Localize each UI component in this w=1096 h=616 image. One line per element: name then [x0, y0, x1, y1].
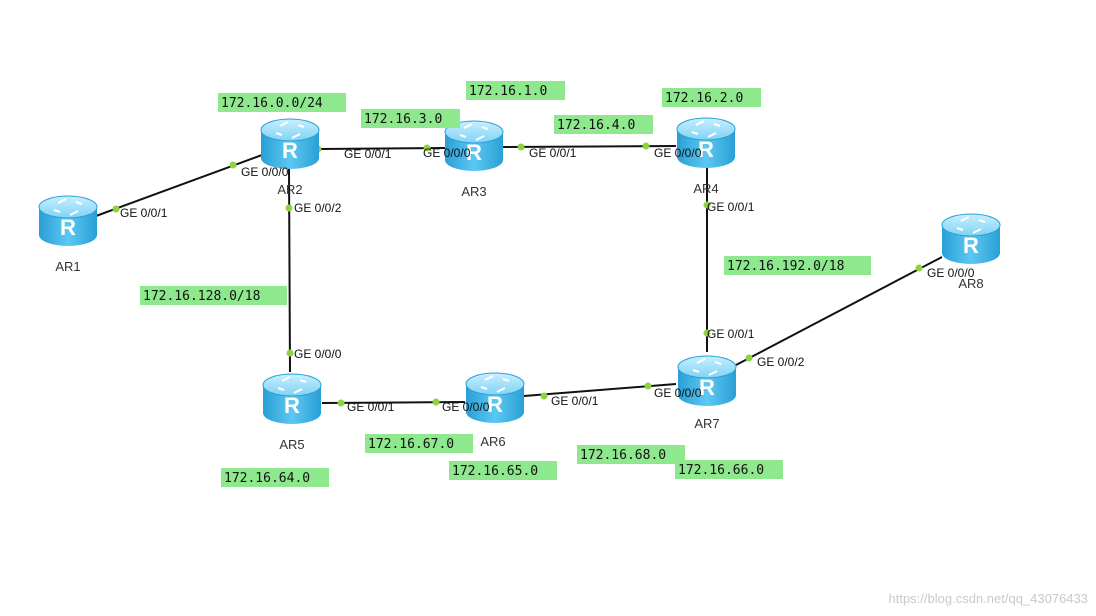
port-label-ar3: GE 0/0/0: [423, 146, 471, 160]
network-label: 172.16.66.0: [675, 460, 783, 479]
link-ar2-ar5[interactable]: [288, 167, 291, 373]
network-label: 172.16.0.0/24: [218, 93, 346, 112]
port-label-ar3: GE 0/0/1: [529, 146, 577, 160]
port-label-ar8: GE 0/0/0: [927, 266, 975, 280]
network-label: 172.16.128.0/18: [140, 286, 287, 305]
network-label: 172.16.1.0: [466, 81, 565, 100]
port-dot-ar7[interactable]: [703, 329, 711, 337]
router-ar3[interactable]: R AR3: [444, 120, 504, 199]
network-label: 172.16.2.0: [662, 88, 761, 107]
router-icon: R: [262, 373, 322, 424]
router-glyph: R: [699, 375, 715, 400]
port-label-ar6: GE 0/0/0: [442, 400, 490, 414]
router-ar7[interactable]: R AR7: [677, 355, 737, 431]
port-label-ar7: GE 0/0/0: [654, 386, 702, 400]
port-dot-ar6[interactable]: [432, 398, 440, 406]
router-glyph: R: [284, 393, 300, 418]
svg-text:172.16.192.0/18: 172.16.192.0/18: [727, 259, 844, 274]
router-ar8[interactable]: R AR8: [941, 213, 1001, 291]
router-icon: R: [676, 117, 736, 168]
router-icon: R: [941, 213, 1001, 264]
port-labels-layer: GE 0/0/1 GE 0/0/0 GE 0/0/1 GE 0/0/0 GE 0/0/1…: [120, 146, 975, 414]
svg-text:172.16.4.0: 172.16.4.0: [557, 118, 635, 133]
port-dot-ar4[interactable]: [703, 201, 711, 209]
port-label-ar2: GE 0/0/1: [344, 147, 392, 161]
port-label-ar4: GE 0/0/1: [707, 200, 755, 214]
port-dot-ar1[interactable]: [112, 205, 120, 213]
svg-text:172.16.2.0: 172.16.2.0: [665, 91, 743, 106]
router-glyph: R: [282, 138, 298, 163]
svg-text:172.16.1.0: 172.16.1.0: [469, 84, 547, 99]
port-dot-ar5[interactable]: [337, 399, 345, 407]
port-label-ar7: GE 0/0/1: [707, 327, 755, 341]
router-glyph: R: [466, 140, 482, 165]
port-label-ar4: GE 0/0/0: [654, 146, 702, 160]
router-name-ar8: AR8: [958, 276, 983, 291]
port-label-ar2: GE 0/0/0: [241, 165, 289, 179]
router-name-ar1: AR1: [55, 259, 80, 274]
svg-text:172.16.64.0: 172.16.64.0: [224, 471, 310, 486]
port-dot-ar7[interactable]: [644, 382, 652, 390]
router-glyph: R: [963, 233, 979, 258]
network-label: 172.16.3.0: [361, 109, 460, 128]
router-ar6[interactable]: R AR6: [465, 372, 525, 449]
link-ar7-ar8[interactable]: [735, 256, 943, 366]
router-icon: R: [38, 195, 98, 246]
router-ar1[interactable]: R AR1: [38, 195, 98, 274]
router-ar5[interactable]: R AR5: [262, 373, 322, 452]
network-label: 172.16.68.0: [577, 445, 685, 464]
svg-text:172.16.65.0: 172.16.65.0: [452, 464, 538, 479]
svg-text:172.16.0.0/24: 172.16.0.0/24: [221, 96, 323, 111]
router-glyph: R: [487, 392, 503, 417]
router-name-ar3: AR3: [461, 184, 486, 199]
port-dot-ar3[interactable]: [423, 144, 431, 152]
router-ar4[interactable]: R AR4: [676, 117, 736, 196]
port-dot-ar5[interactable]: [286, 349, 294, 357]
svg-text:172.16.68.0: 172.16.68.0: [580, 448, 666, 463]
port-label-ar2: GE 0/0/2: [294, 201, 342, 215]
port-dot-ar2[interactable]: [285, 204, 293, 212]
router-icon: R: [677, 355, 737, 406]
port-dot-ar3[interactable]: [517, 143, 525, 151]
router-name-ar4: AR4: [693, 181, 718, 196]
port-label-ar5: GE 0/0/1: [347, 400, 395, 414]
router-ar2[interactable]: R AR2: [260, 118, 320, 197]
network-label: 172.16.65.0: [449, 461, 557, 480]
router-name-ar2: AR2: [277, 182, 302, 197]
router-icon: R: [260, 118, 320, 169]
svg-text:172.16.67.0: 172.16.67.0: [368, 437, 454, 452]
router-name-ar7: AR7: [694, 416, 719, 431]
network-labels-layer: 172.16.0.0/24 172.16.3.0 172.16.1.0 172.16.…: [140, 81, 871, 487]
link-ar5-ar6[interactable]: [321, 401, 466, 404]
svg-text:172.16.128.0/18: 172.16.128.0/18: [143, 289, 260, 304]
port-dot-ar6[interactable]: [540, 392, 548, 400]
svg-text:172.16.3.0: 172.16.3.0: [364, 112, 442, 127]
port-label-ar6: GE 0/0/1: [551, 394, 599, 408]
port-dot-ar2[interactable]: [229, 161, 237, 169]
network-label: 172.16.4.0: [554, 115, 653, 134]
router-name-ar5: AR5: [279, 437, 304, 452]
router-glyph: R: [60, 215, 76, 240]
router-name-ar6: AR6: [480, 434, 505, 449]
watermark: https://blog.csdn.net/qq_43076433: [889, 591, 1089, 606]
port-dot-ar7[interactable]: [745, 354, 753, 362]
svg-text:172.16.66.0: 172.16.66.0: [678, 463, 764, 478]
port-dot-ar4[interactable]: [642, 142, 650, 150]
network-label: 172.16.192.0/18: [724, 256, 871, 275]
port-dot-ar8[interactable]: [915, 264, 923, 272]
port-label-ar1: GE 0/0/1: [120, 206, 168, 220]
router-glyph: R: [698, 137, 714, 162]
network-label: 172.16.64.0: [221, 468, 329, 487]
router-icon: R: [465, 372, 525, 423]
network-label: 172.16.67.0: [365, 434, 473, 453]
port-label-ar5: GE 0/0/0: [294, 347, 342, 361]
port-label-ar7: GE 0/0/2: [757, 355, 805, 369]
